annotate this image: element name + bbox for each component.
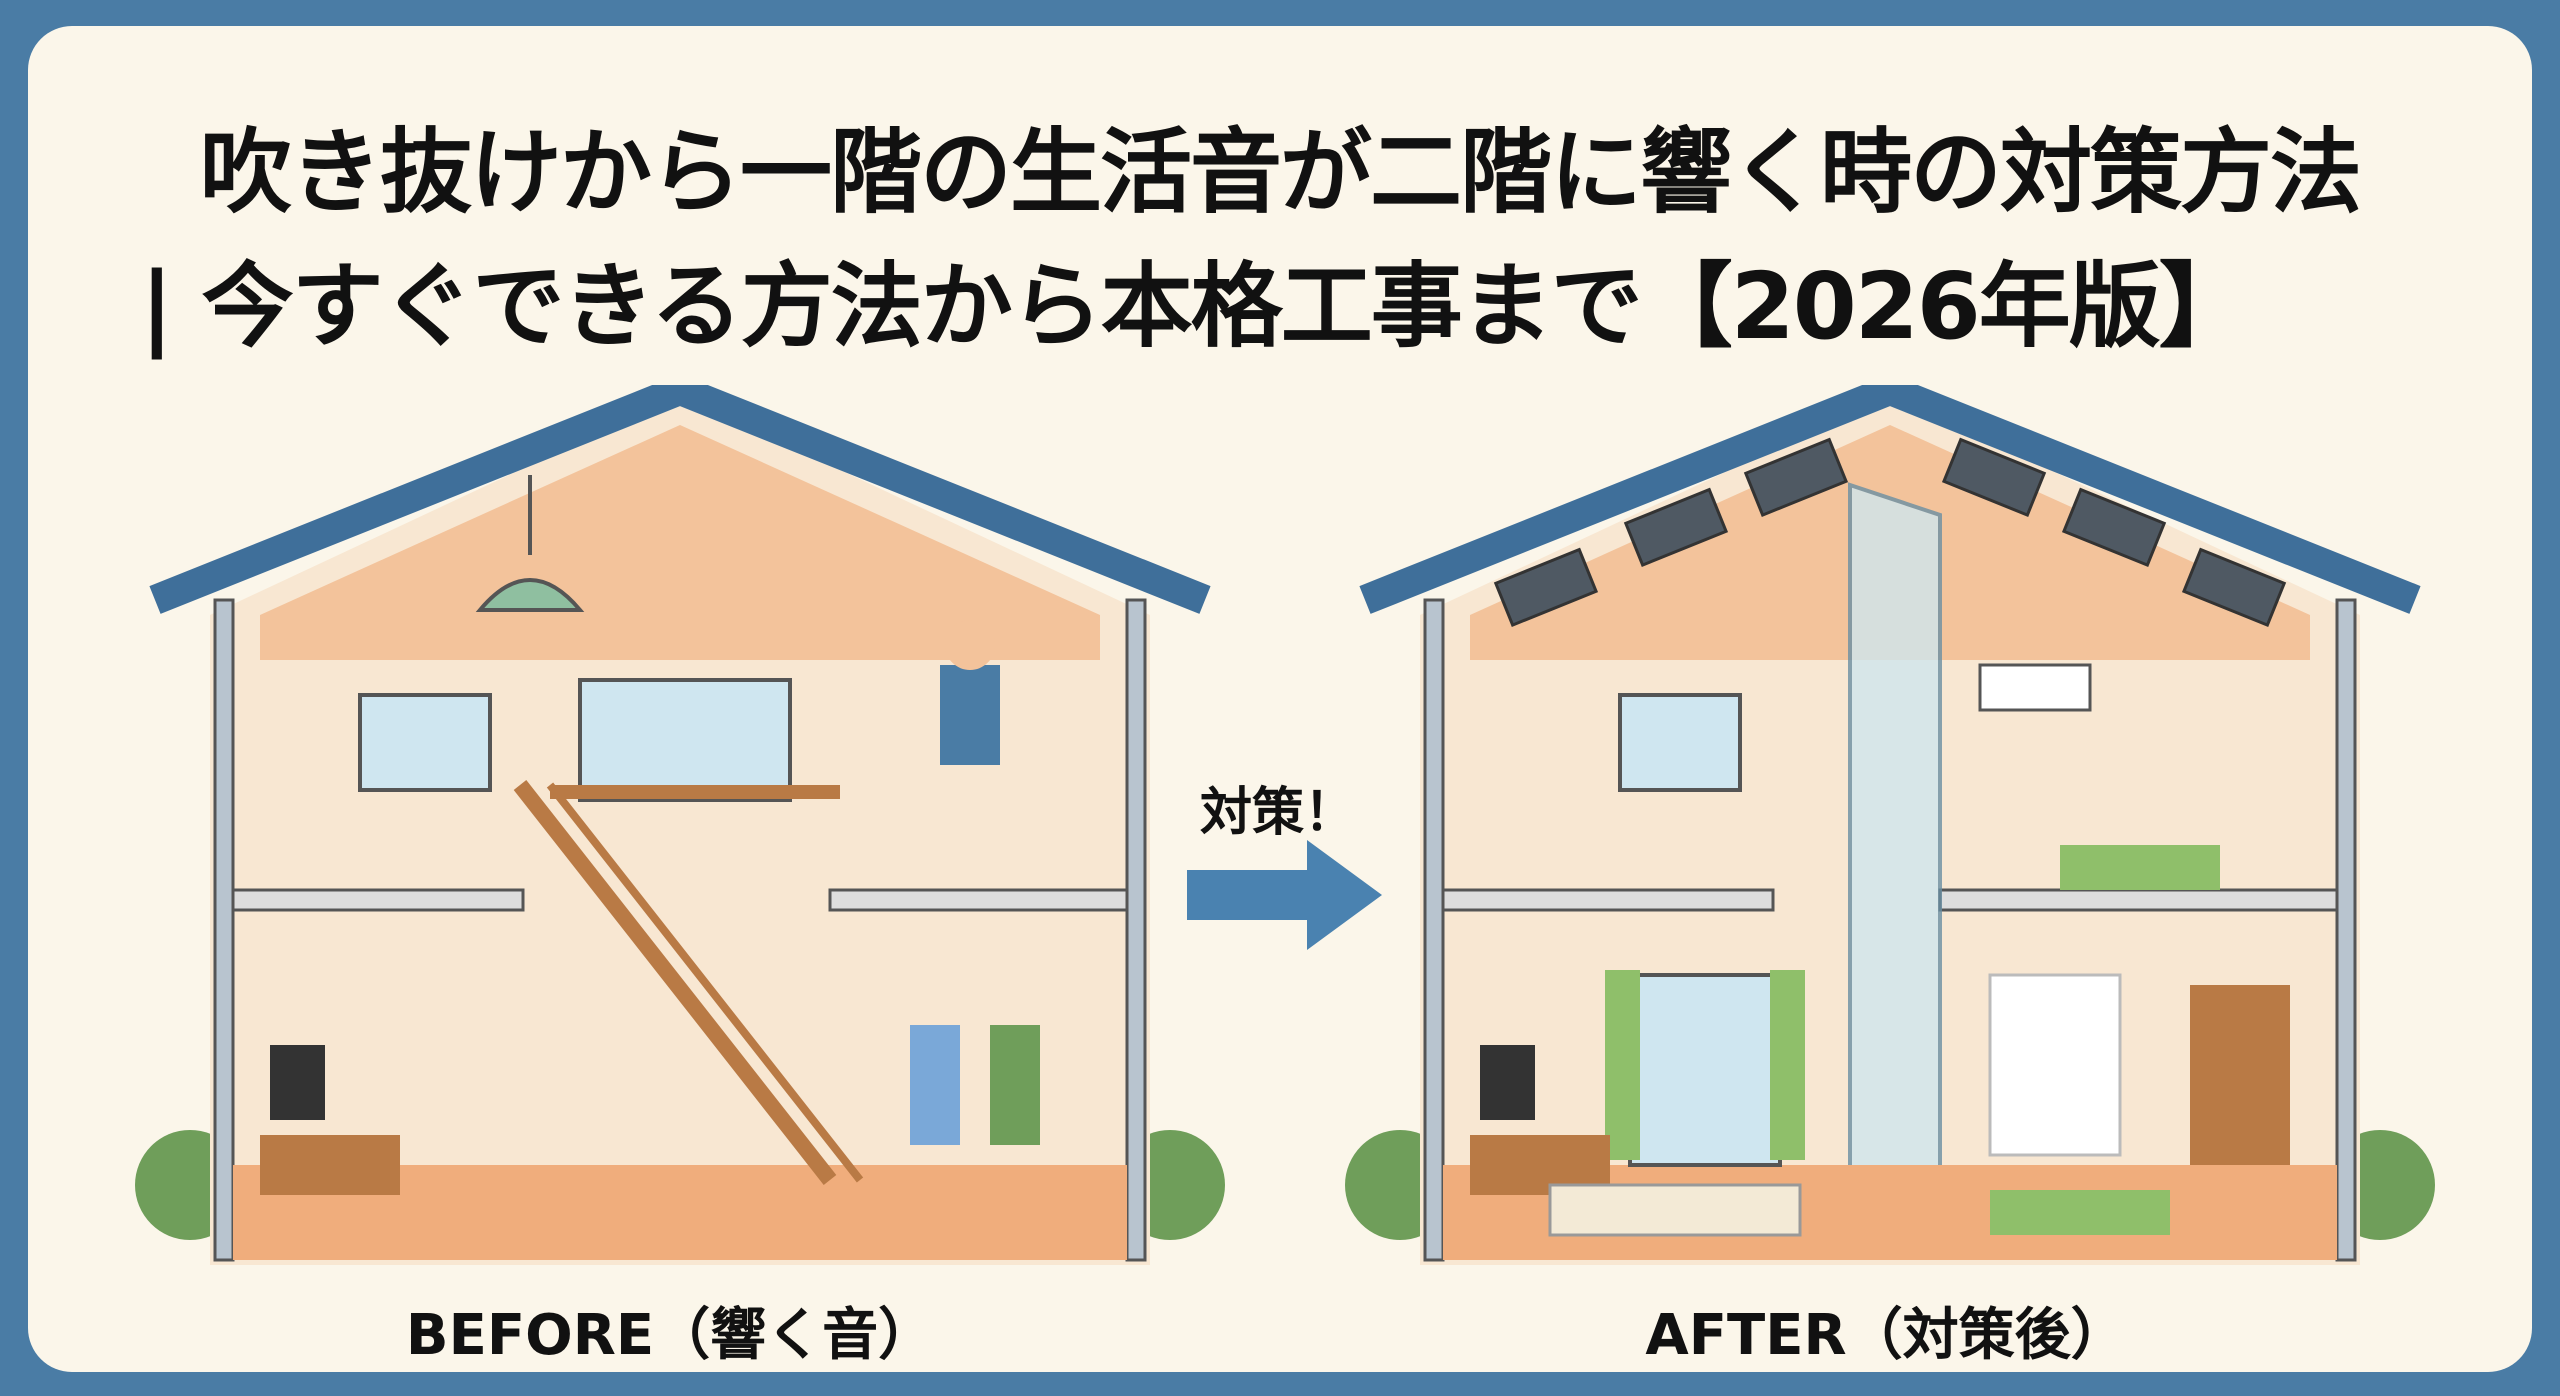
title-line-1: 吹き抜けから一階の生活音が二階に響く時の対策方法 — [199, 119, 2362, 226]
right-arrow-icon — [1187, 840, 1382, 950]
title-line-2: | 今すぐできる方法から本格工事まで【2026年版】 — [140, 253, 2251, 360]
before-house-illustration — [135, 385, 1225, 1265]
after-house-illustration — [1345, 385, 2435, 1265]
after-label: AFTER（対策後） — [1645, 1303, 2127, 1368]
before-label: BEFORE（響く音） — [405, 1303, 935, 1368]
arrow-label: 対策！ — [1200, 783, 1357, 843]
